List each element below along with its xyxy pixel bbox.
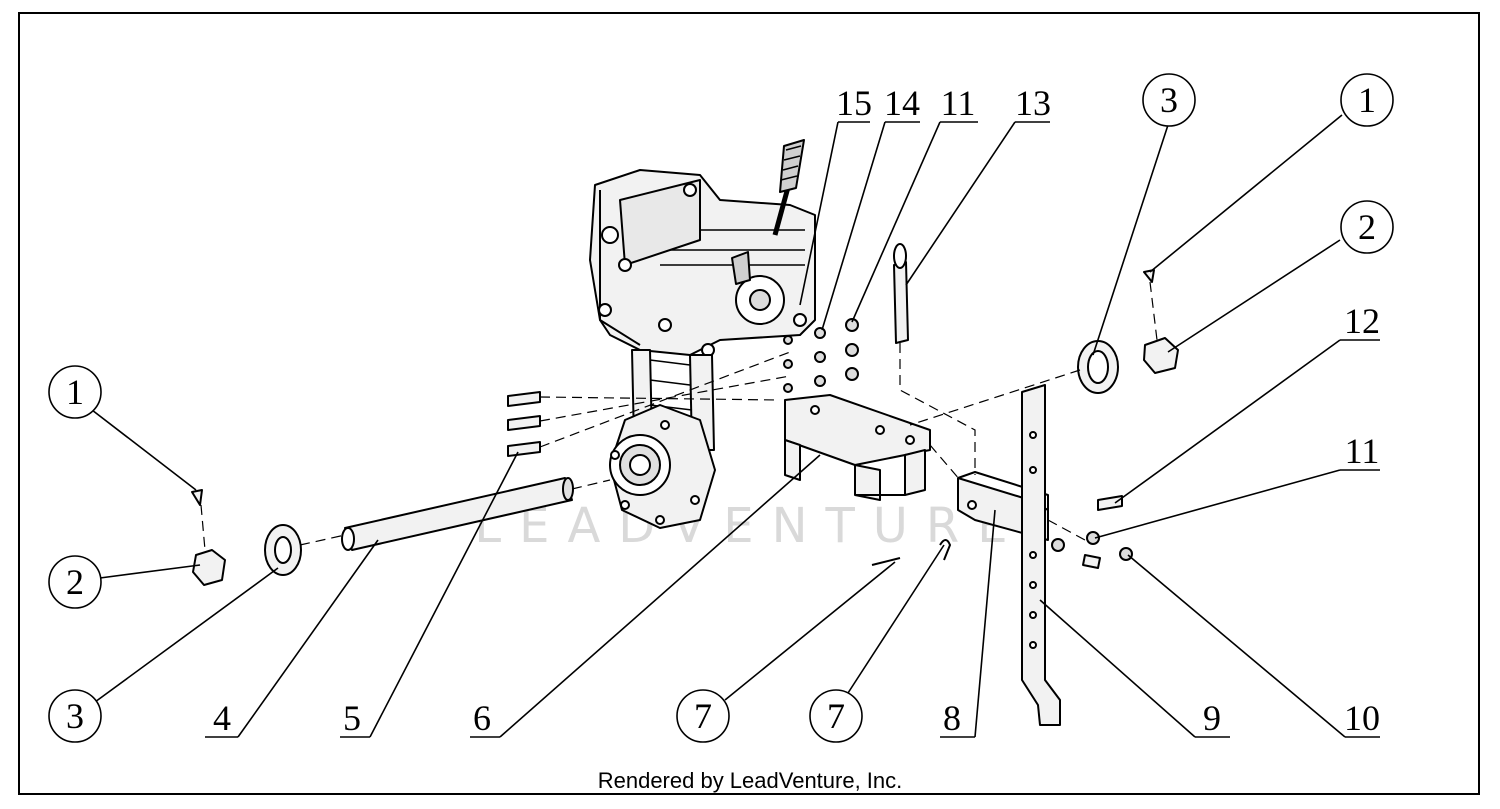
callout-label: 10: [1344, 698, 1380, 738]
left-bearing: [264, 524, 302, 576]
callout-label: 11: [941, 83, 976, 123]
callout-circle-3-right: [1142, 73, 1196, 127]
lower-gearbox: [609, 404, 716, 529]
axle-shaft: [341, 477, 574, 551]
diagram-frame: [18, 12, 1480, 795]
transmission-housing: [589, 169, 816, 357]
right-collar: [1143, 337, 1179, 374]
left-collar: [192, 549, 226, 586]
footer-credit: Rendered by LeadVenture, Inc.: [597, 768, 903, 793]
right-screw: [1143, 269, 1155, 283]
callout-labels: 1 2 3 4 5 6 7 7 8 9 10 11 12 3 1 2 15 14…: [66, 80, 1380, 738]
callout-label: 15: [836, 83, 872, 123]
watermark-text: LEADVENTURE: [474, 498, 1025, 554]
mounting-bracket: [784, 394, 931, 501]
callout-label: 4: [213, 698, 231, 738]
control-knob: [731, 251, 751, 285]
left-screw: [191, 489, 203, 506]
hitch-fasteners: [1051, 495, 1133, 569]
callout-circle-1-left: [48, 365, 102, 419]
washers-and-nuts: [783, 318, 859, 393]
callout-circle-2-right: [1340, 200, 1394, 254]
callout-label: 6: [473, 698, 491, 738]
callout-label: 3: [1160, 80, 1178, 120]
callout-circle-2-left: [48, 555, 102, 609]
callout-circle-3-left: [48, 689, 102, 743]
callout-label: 3: [66, 696, 84, 736]
callout-label: 2: [1358, 207, 1376, 247]
callout-label: 12: [1344, 301, 1380, 341]
callout-label: 1: [66, 372, 84, 412]
callout-label: 7: [827, 696, 845, 736]
callout-label: 14: [884, 83, 920, 123]
callout-label: 11: [1345, 431, 1380, 471]
callout-label: 7: [694, 696, 712, 736]
callout-label: 8: [943, 698, 961, 738]
spring-clips: [871, 539, 951, 566]
leader-lines: [91, 114, 1380, 738]
callout-circle-1-right: [1340, 73, 1394, 127]
callout-label: 9: [1203, 698, 1221, 738]
right-bearing: [1077, 340, 1119, 394]
callout-label: 13: [1015, 83, 1051, 123]
callout-label: 5: [343, 698, 361, 738]
callout-label: 2: [66, 562, 84, 602]
callout-label: 1: [1358, 80, 1376, 120]
depth-bar: [1021, 384, 1061, 726]
mounting-bolts: [507, 391, 541, 457]
assembly-lines: [200, 281, 1158, 551]
shift-lever: [772, 139, 805, 236]
callout-circle-7a: [676, 689, 730, 743]
callout-circle-7b: [809, 689, 863, 743]
callout-circles: [48, 73, 1394, 743]
hitch-pin: [893, 243, 909, 344]
